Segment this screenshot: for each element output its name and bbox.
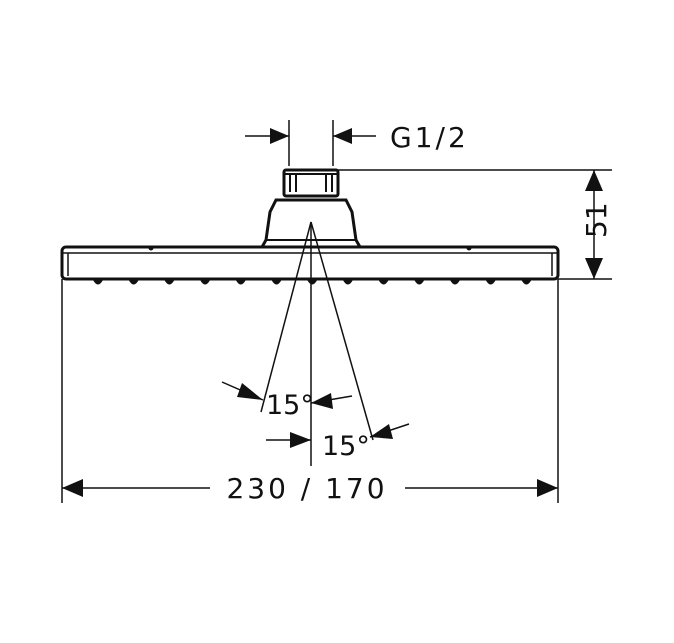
height-label: 51 [580, 202, 613, 238]
nozzle [164, 280, 175, 285]
nozzle [450, 280, 460, 285]
width-dimension: 230 / 170 [61, 279, 559, 505]
angle-right-dimension: 15° [266, 423, 410, 462]
nozzle [307, 280, 318, 285]
angle-left-dimension: 15° [221, 381, 353, 421]
thread-connector [282, 168, 340, 198]
angle-right-label: 15° [322, 431, 370, 462]
nozzle [93, 280, 103, 285]
nozzle [485, 280, 496, 285]
width-label: 230 / 170 [226, 472, 387, 505]
nozzle [128, 280, 139, 285]
nozzle [200, 280, 211, 285]
nozzle [521, 280, 532, 285]
shower-plate [60, 245, 560, 281]
height-dimension: 51 [338, 169, 613, 280]
nozzle [235, 280, 246, 285]
nozzle [414, 280, 425, 285]
nozzle-row [93, 280, 532, 285]
angle-left-label: 15° [266, 390, 314, 421]
thread-dimension: G1/2 [245, 120, 469, 166]
nozzle [271, 280, 282, 285]
thread-label: G1/2 [390, 121, 469, 154]
nozzle [342, 280, 353, 285]
nozzle [378, 280, 389, 285]
spray-angle-lines [260, 221, 374, 466]
